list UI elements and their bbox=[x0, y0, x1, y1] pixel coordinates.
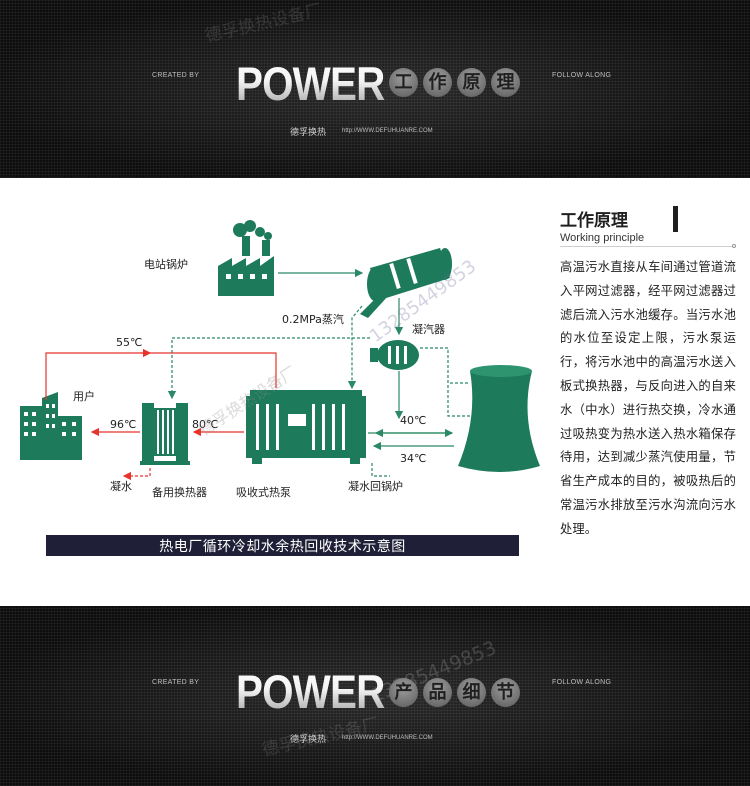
label-steam: 0.2MPa蒸汽 bbox=[282, 312, 344, 326]
created-by-label: CREATED BY bbox=[152, 679, 200, 686]
title-char-circle: 原 bbox=[457, 68, 486, 97]
title-char-circle: 品 bbox=[423, 678, 452, 707]
flow-lines bbox=[45, 268, 470, 481]
label-absorption-heat-pump: 吸收式热泵 bbox=[236, 485, 291, 499]
section-title-circles: 产 品 细 节 bbox=[389, 678, 520, 707]
label-power-station-boiler: 电站锅炉 bbox=[144, 257, 188, 271]
header-banner: 德孚换热设备厂 CREATED BY POWER 工 作 原 理 FOLLOW … bbox=[0, 0, 750, 178]
user-buildings-icon bbox=[20, 392, 82, 460]
title-char-circle: 工 bbox=[389, 68, 418, 97]
title-char-circle: 细 bbox=[457, 678, 486, 707]
title-char-circle: 作 bbox=[423, 68, 452, 97]
plate-heat-exchanger-icon bbox=[140, 403, 190, 465]
label-condensate-return: 凝水回锅炉 bbox=[348, 479, 403, 493]
label-temp-80: 80℃ bbox=[192, 418, 218, 431]
power-title: POWER bbox=[236, 665, 385, 718]
principle-section: 电站锅炉 0.2MPa蒸汽 凝汽器 55℃ 用户 96℃ 80℃ 40℃ 34℃… bbox=[0, 178, 750, 606]
title-char-circle: 产 bbox=[389, 678, 418, 707]
absorption-heat-pump-icon bbox=[246, 390, 366, 464]
condenser-icon bbox=[370, 340, 419, 370]
follow-along-label: FOLLOW ALONG bbox=[552, 679, 612, 686]
brand-name: 德孚换热 bbox=[290, 735, 327, 745]
title-char-circle: 理 bbox=[491, 68, 520, 97]
brand-name: 德孚换热 bbox=[290, 128, 327, 138]
follow-along-label: FOLLOW ALONG bbox=[552, 72, 612, 79]
title-char-circle: 节 bbox=[491, 678, 520, 707]
panel-title: 工作原理 bbox=[560, 206, 736, 232]
cooling-tower-icon bbox=[458, 365, 540, 472]
label-temp-96: 96℃ bbox=[110, 418, 136, 431]
label-temp-34: 34℃ bbox=[400, 452, 426, 465]
label-user: 用户 bbox=[73, 389, 95, 403]
steam-turbine-icon bbox=[360, 248, 452, 318]
footer-banner: 13285449853 德孚换热设备厂 CREATED BY POWER 产 品… bbox=[0, 606, 750, 786]
banner-watermark: 德孚换热设备厂 bbox=[203, 0, 324, 47]
panel-divider bbox=[560, 244, 736, 252]
power-station-icon bbox=[218, 220, 274, 296]
heat-recovery-diagram: 电站锅炉 0.2MPa蒸汽 凝汽器 55℃ 用户 96℃ 80℃ 40℃ 34℃… bbox=[20, 220, 540, 499]
panel-subtitle: Working principle bbox=[560, 232, 645, 244]
section-title-circles: 工 作 原 理 bbox=[389, 68, 520, 97]
panel-title-text: 工作原理 bbox=[560, 211, 628, 231]
diagram-caption: 热电厂循环冷却水余热回收技术示意图 bbox=[46, 535, 519, 556]
label-temp-55: 55℃ bbox=[116, 336, 142, 349]
label-temp-40: 40℃ bbox=[400, 414, 426, 427]
label-standby-exchanger: 备用换热器 bbox=[152, 485, 207, 499]
divider-dot-icon bbox=[732, 244, 736, 248]
created-by-label: CREATED BY bbox=[152, 72, 200, 79]
principle-panel: 工作原理 Working principle 高温污水直接从车间通过管道流入平网… bbox=[560, 206, 736, 542]
label-condenser: 凝汽器 bbox=[412, 322, 445, 336]
label-condensate-water: 凝水 bbox=[110, 479, 132, 493]
website-url[interactable]: http://WWW.DEFUHUANRE.COM bbox=[342, 735, 433, 741]
power-title: POWER bbox=[236, 57, 385, 110]
title-accent-bar bbox=[673, 206, 678, 232]
website-url[interactable]: http://WWW.DEFUHUANRE.COM bbox=[342, 128, 433, 134]
panel-body: 高温污水直接从车间通过管道流入平网过滤器，经平网过滤器过滤后流入污水池缓存。当污… bbox=[560, 260, 736, 536]
